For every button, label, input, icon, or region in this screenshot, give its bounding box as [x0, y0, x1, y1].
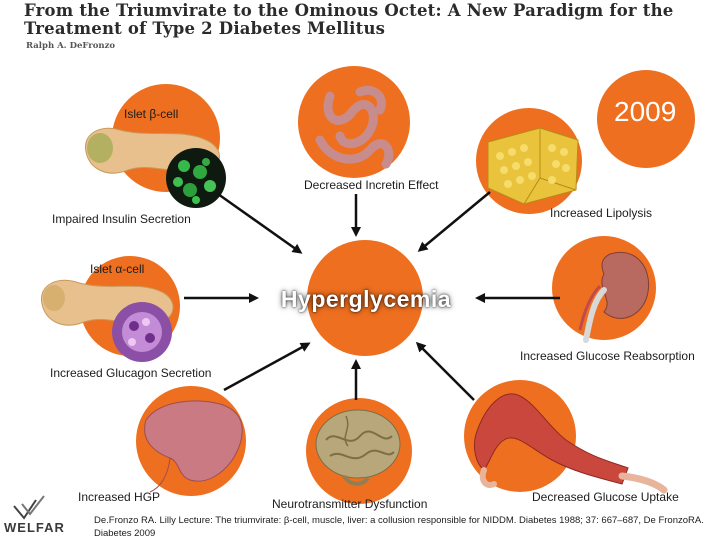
label-islet-alpha: Islet α-cell: [90, 262, 145, 276]
label-insulin: Impaired Insulin Secretion: [52, 212, 191, 226]
disc-center: [307, 240, 423, 356]
label-lipolysis: Increased Lipolysis: [550, 206, 653, 220]
label-reabsorption: Increased Glucose Reabsorption: [520, 349, 695, 363]
alpha-cell-micrograph-icon: [112, 302, 172, 362]
brain-icon: [315, 409, 401, 486]
label-neuro: Neurotransmitter Dysfunction: [272, 497, 428, 511]
label-incretin: Decreased Incretin Effect: [304, 178, 439, 192]
arrows: [184, 191, 560, 401]
kidney-icon: [578, 251, 650, 343]
label-glucagon: Increased Glucagon Secretion: [50, 366, 212, 380]
page-title: From the Triumvirate to the Ominous Octe…: [24, 1, 674, 38]
muscle-arm-icon: [473, 393, 668, 494]
liver-icon: [144, 400, 243, 493]
center-label: Hyperglycemia: [280, 286, 452, 312]
arrow-lipolysis: [417, 191, 491, 252]
welfar-logo-icon: [13, 495, 45, 520]
author-name: Ralph A. DeFronzo: [26, 41, 116, 51]
disc-year: [597, 70, 695, 168]
welfar-logo-text: WELFAR: [4, 520, 65, 535]
year-badge: 2009: [614, 96, 677, 127]
arrow-hgp: [223, 342, 311, 392]
label-islet-beta: Islet β-cell: [124, 107, 179, 121]
arrow-uptake: [415, 341, 475, 401]
fat-tissue-icon: [487, 127, 579, 205]
footer-reference: De.Fronzo RA. Lilly Lecture: The triumvi…: [94, 515, 704, 539]
label-uptake: Decreased Glucose Uptake: [532, 490, 679, 504]
label-hgp: Increased HGP: [78, 490, 161, 504]
intestine-icon: [315, 85, 394, 169]
beta-cell-micrograph-icon: [166, 148, 226, 208]
arrow-insulin: [217, 192, 303, 254]
